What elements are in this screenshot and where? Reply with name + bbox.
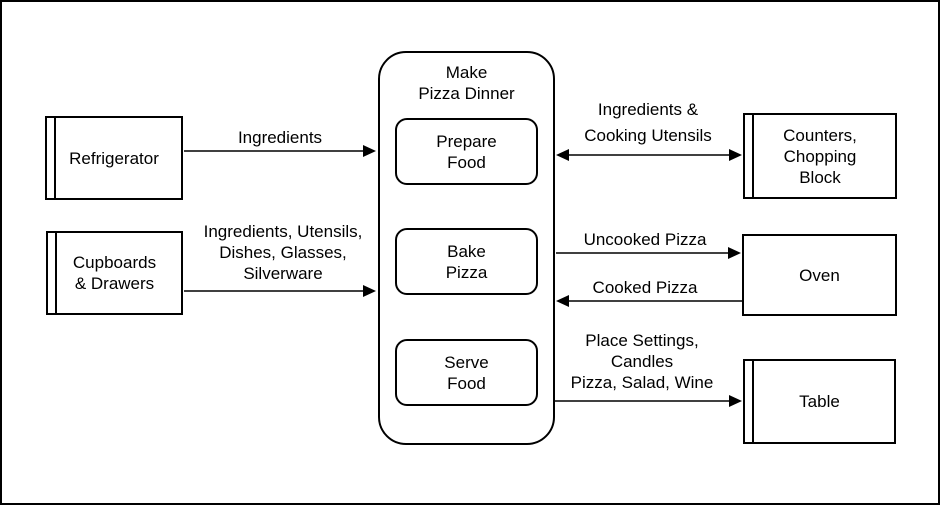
oven-box: Oven [742, 234, 897, 316]
cupboards-drawers-box: Cupboards & Drawers [46, 231, 183, 315]
table-box: Table [743, 359, 896, 444]
counters-label: Counters, Chopping Block [783, 125, 857, 187]
oven-label: Oven [799, 265, 840, 285]
double-edge-line [752, 115, 754, 197]
flow-label-cupboard-items: Ingredients, Utensils, Dishes, Glasses, … [203, 222, 363, 283]
cupboards-drawers-label: Cupboards & Drawers [72, 253, 157, 293]
refrigerator-box: Refrigerator [45, 116, 183, 200]
bake-pizza-label: Bake Pizza [445, 241, 488, 282]
flow-label-table-items: Place Settings, Candles Pizza, Salad, Wi… [570, 331, 714, 392]
counters-chopping-block-box: Counters, Chopping Block [743, 113, 897, 199]
double-edge-line [55, 233, 57, 313]
double-edge-line [54, 118, 56, 198]
serve-food-label: Serve Food [444, 352, 489, 393]
prepare-food-step: Prepare Food [395, 118, 538, 185]
table-label: Table [799, 392, 840, 411]
refrigerator-label: Refrigerator [69, 148, 159, 168]
bake-pizza-step: Bake Pizza [395, 228, 538, 295]
serve-food-step: Serve Food [395, 339, 538, 406]
flow-label-cooked-pizza: Cooked Pizza [592, 278, 698, 297]
prepare-food-label: Prepare Food [436, 131, 497, 172]
flow-label-uncooked-pizza: Uncooked Pizza [583, 230, 707, 249]
process-title: Make Pizza Dinner [418, 63, 515, 103]
double-edge-line [752, 361, 754, 442]
flow-label-counter-items: Ingredients & Cooking Utensils [584, 100, 712, 145]
flow-label-ingredients: Ingredients [237, 128, 323, 147]
